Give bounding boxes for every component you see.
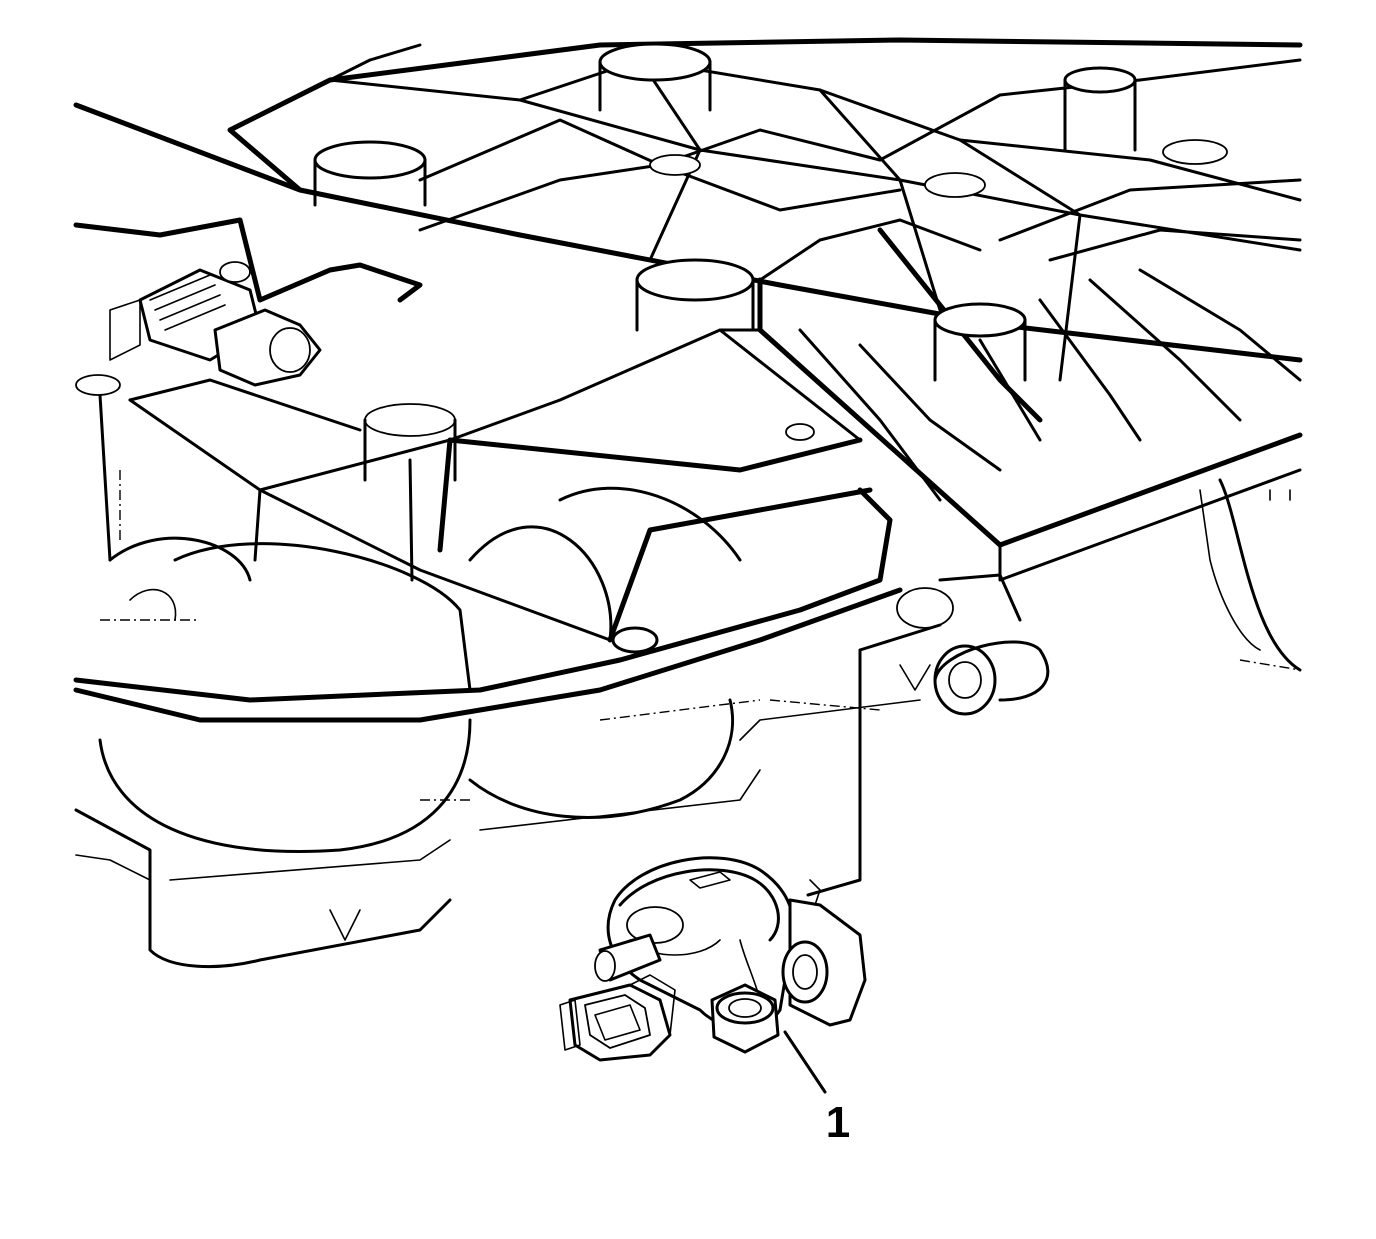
evap-purge-solenoid-valve [559,856,867,1062]
manifold-bosses [313,42,1228,482]
manifold-hidden-lines [100,470,1301,801]
intake-manifold-top-lattice [73,37,1303,582]
intake-manifold-body [73,217,1302,968]
sensor-connector [109,261,322,387]
callout-label-1: 1 [825,1098,851,1147]
installation-leader-line [806,623,942,897]
callout-1-leader [783,1030,827,1094]
